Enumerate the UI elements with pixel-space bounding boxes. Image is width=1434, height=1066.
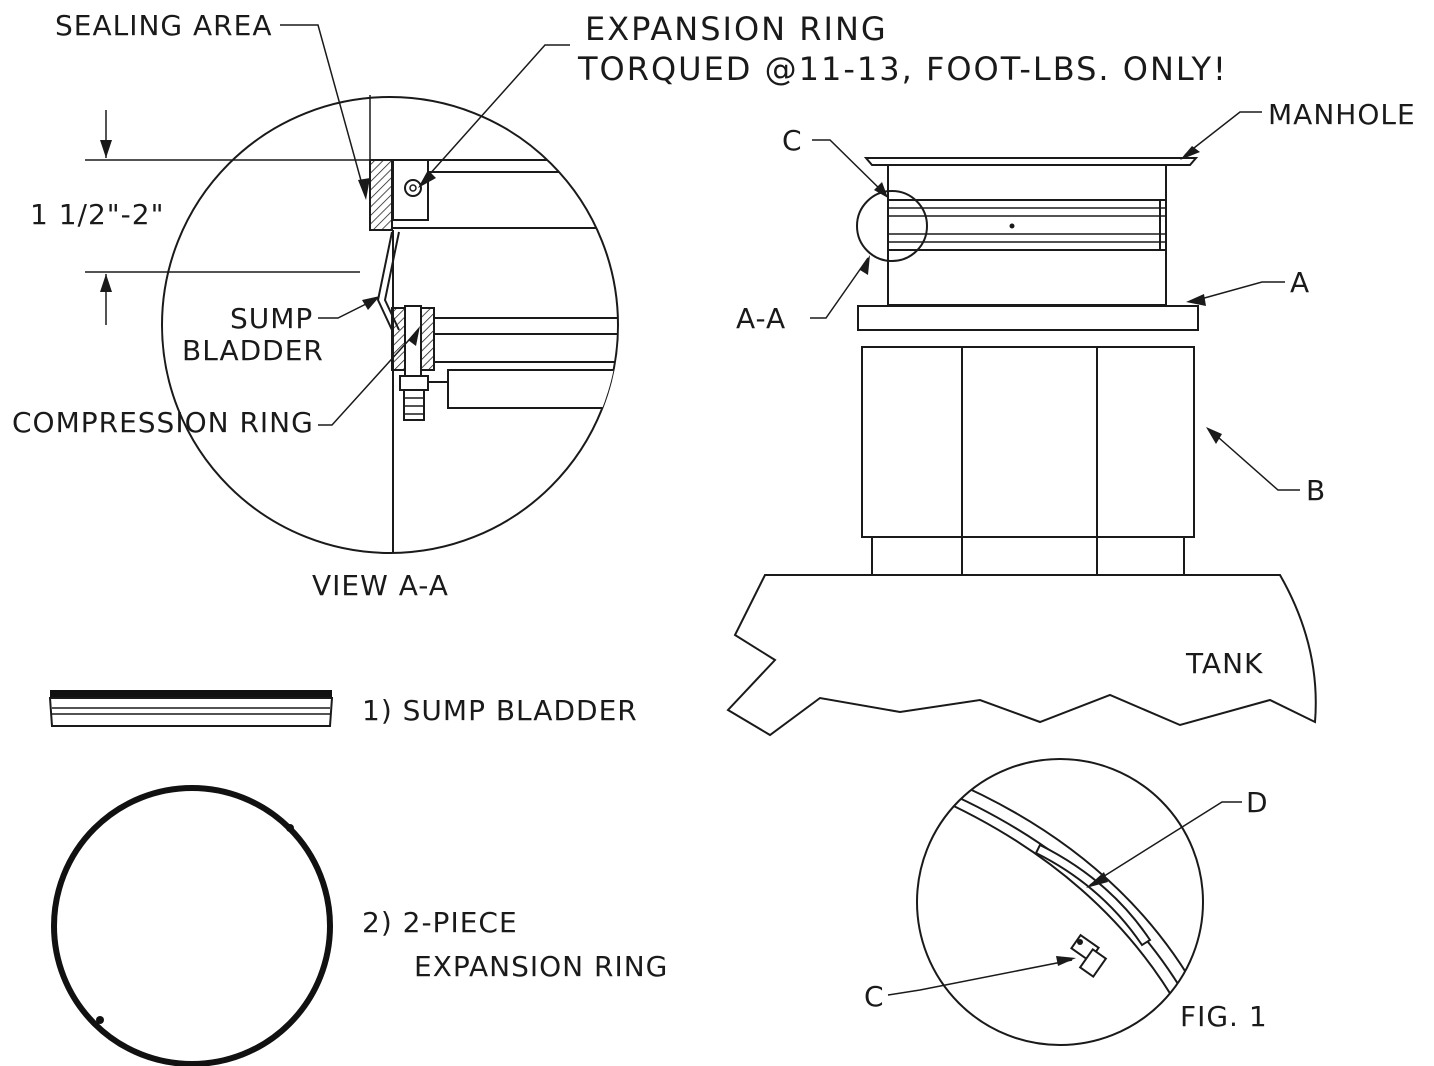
part1-label: 1) SUMP BLADDER (362, 694, 638, 727)
sump-label: SUMP (230, 302, 313, 335)
part-sump-bladder: 1) SUMP BLADDER (48, 690, 638, 727)
d-label: D (1246, 786, 1269, 819)
tank (726, 574, 1317, 737)
tank-label: TANK (1185, 647, 1263, 680)
bladder-label: BLADDER (182, 334, 324, 367)
part2-label-line2: EXPANSION RING (414, 950, 668, 983)
expansion-ring-label: EXPANSION RING (585, 10, 888, 48)
detail-circle (161, 96, 619, 554)
bladder-strip-top (50, 690, 332, 698)
a-label: A (1290, 266, 1310, 299)
aa-label: A-A (736, 302, 786, 335)
view-aa-detail: SEALING AREA EXPANSION RING TORQUED @11-… (12, 9, 1228, 602)
torque-note: TORQUED @11-13, FOOT-LBS. ONLY! (577, 50, 1228, 88)
c-label-bottom: C (864, 980, 885, 1013)
fig1-label: FIG. 1 (1180, 1000, 1268, 1033)
manhole-label: MANHOLE (1268, 98, 1416, 131)
sealing-area-block (369, 159, 393, 231)
ring-joint (1034, 843, 1152, 947)
manhole-lid (863, 157, 1199, 166)
c-label-top: C (782, 124, 803, 157)
sealing-area-label: SEALING AREA (55, 9, 272, 42)
part-expansion-ring: 2) 2-PIECE EXPANSION RING (51, 785, 668, 1066)
fig1-detail: D C FIG. 1 (864, 758, 1269, 1046)
expansion-ring-circle (51, 785, 333, 1066)
sump-body (861, 346, 1195, 538)
base-flange (857, 305, 1199, 331)
fig1-circle (916, 758, 1204, 1046)
part2-label-line1: 2) 2-PIECE (362, 906, 518, 939)
bolt-head (399, 375, 429, 391)
b-label: B (1306, 474, 1326, 507)
detail-callout-circle (856, 190, 928, 262)
dimension-label: 1 1/2"-2" (30, 198, 164, 231)
view-aa-label: VIEW A-A (312, 569, 449, 602)
bladder-strip (48, 697, 334, 727)
sump-assembly: MANHOLE C A A-A B TANK (726, 98, 1416, 737)
compression-ring-label: COMPRESSION RING (12, 406, 314, 439)
